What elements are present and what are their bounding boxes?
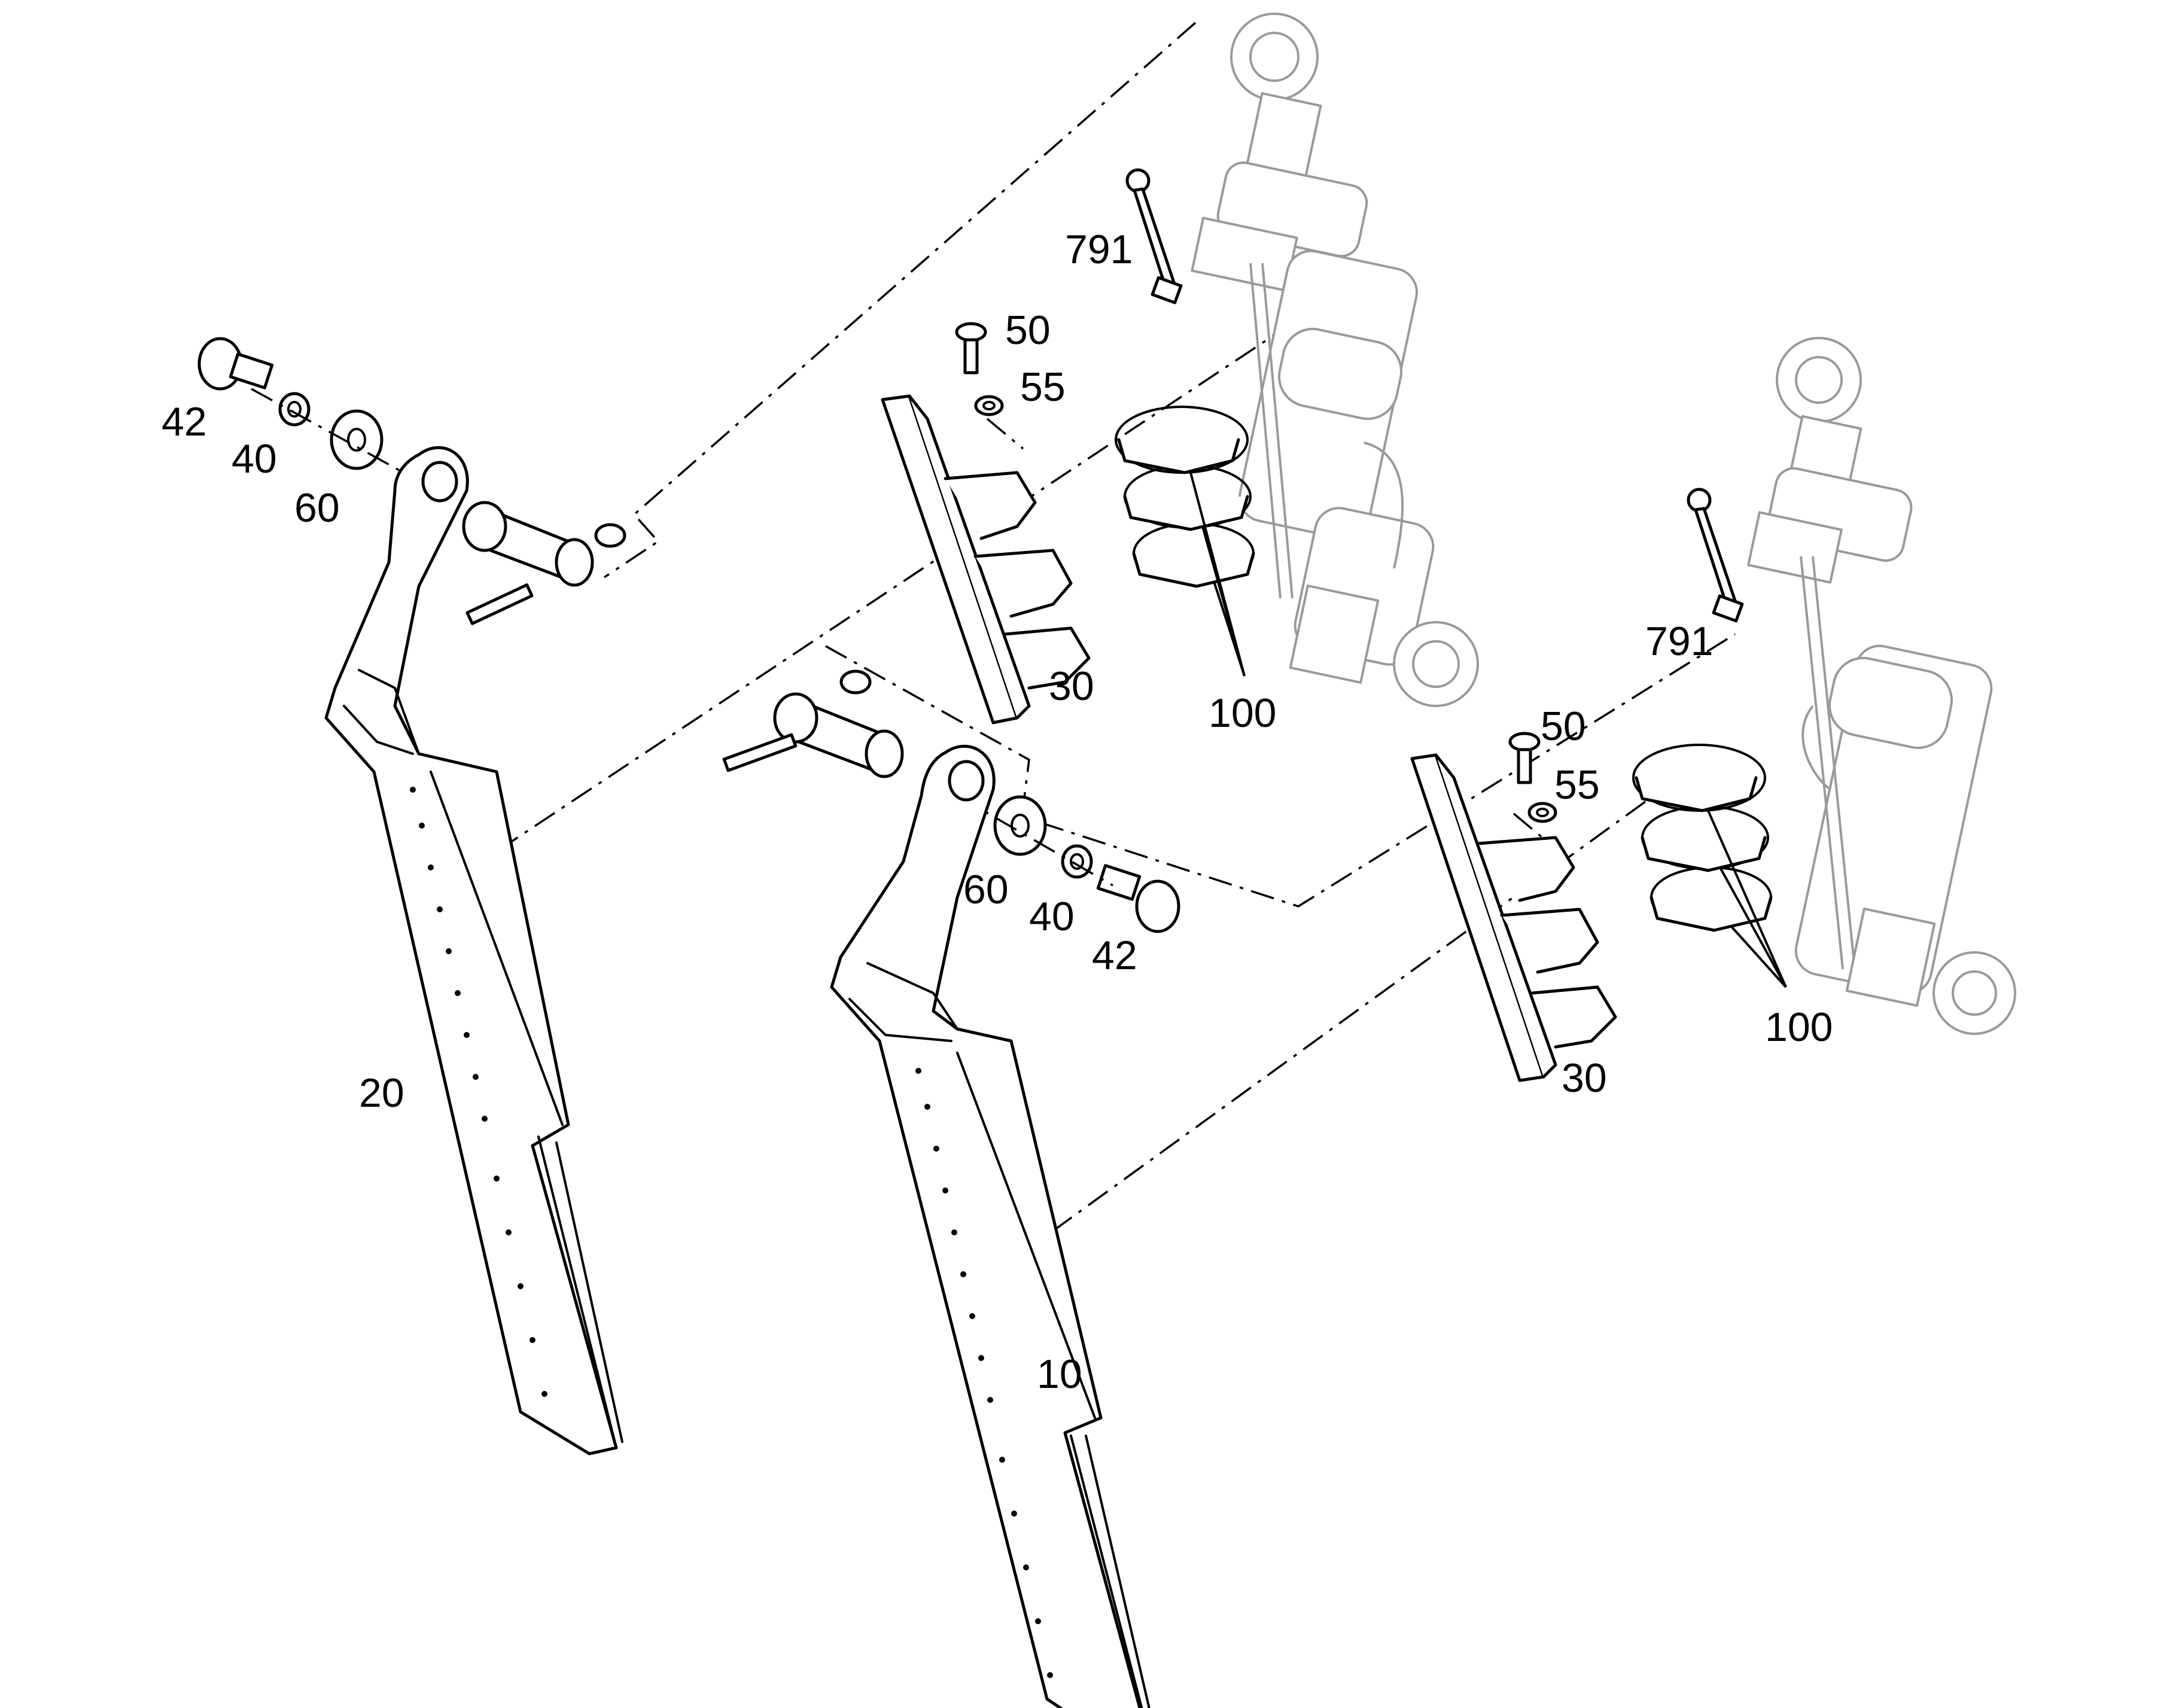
callout-30-left: 30 (1049, 663, 1094, 709)
callout-55-left: 55 (1020, 364, 1066, 410)
bracket-30-left (881, 394, 1091, 724)
bolt-50-right (1508, 732, 1541, 784)
sensor-rod-right (1687, 488, 1744, 623)
callout-30-right: 30 (1562, 1055, 1607, 1101)
callout-50-left: 50 (1005, 307, 1051, 353)
washer-60-left (330, 409, 384, 470)
callout-60-left: 60 (294, 485, 340, 531)
callout-40-left: 40 (232, 436, 277, 482)
lever-arm-20 (324, 446, 623, 1456)
axis-line-left (251, 388, 431, 489)
washer-55-left (974, 395, 1004, 416)
axis-line-right (957, 794, 1113, 887)
bolt-50-left (955, 322, 987, 375)
callout-40-right: 40 (1029, 894, 1075, 939)
callout-42-right: 42 (1092, 933, 1137, 978)
callout-10: 10 (1037, 1351, 1082, 1397)
lever-arm-10-holes (915, 1068, 1053, 1678)
callout-791-right: 791 (1645, 619, 1713, 664)
lever-arm-20-holes (410, 787, 547, 1397)
lever-arm-10 (830, 745, 1151, 1708)
callout-60-right: 60 (963, 867, 1009, 912)
callout-55-right: 55 (1554, 762, 1600, 808)
cap-bolt-42-left (197, 337, 274, 391)
callout-100-left: 100 (1209, 690, 1276, 736)
washer-60-right (993, 795, 1047, 856)
washer-40-right (1061, 844, 1093, 879)
hose-clamps-100-right (1632, 744, 1787, 988)
bracket-30-right (1410, 753, 1617, 1082)
pin-left (462, 501, 626, 625)
pin-right (722, 669, 904, 778)
cap-bolt-42-right (1096, 864, 1180, 933)
callout-100-right: 100 (1765, 1004, 1833, 1050)
sensor-rod-left (1125, 168, 1183, 305)
washer-40-left (278, 392, 311, 427)
assembly-lines (508, 22, 1736, 1275)
callout-labels: 791 50 55 42 40 60 30 100 791 50 55 60 4… (162, 227, 1833, 1397)
hydraulic-cylinder-left (1191, 13, 1479, 707)
callout-50-right: 50 (1541, 704, 1586, 749)
hydraulic-cylinder-right (1747, 337, 2016, 1035)
callout-791-left: 791 (1065, 227, 1133, 272)
hose-clamps-100-left (1115, 406, 1255, 677)
callout-20: 20 (359, 1070, 404, 1116)
washer-55-right (1527, 802, 1557, 823)
callout-42-left: 42 (162, 399, 207, 444)
